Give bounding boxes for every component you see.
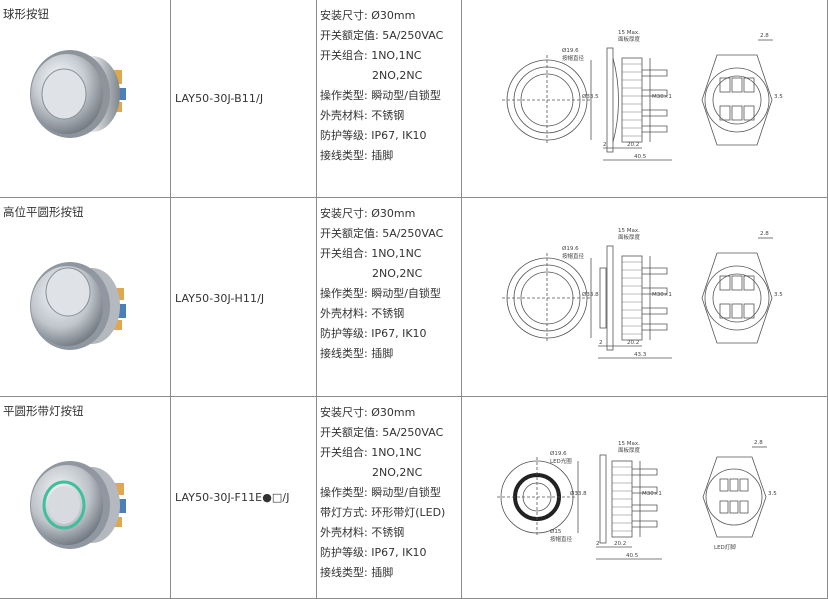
spec-item: 2NO,2NC <box>372 465 423 479</box>
spec-cell: 安装尺寸: Ø30mm 开关额定值: 5A/250VAC 开关组合: 1NO,1NC… <box>316 196 462 397</box>
spec-item: 防护等级: IP67, IK10 <box>320 129 427 142</box>
dim-c: 43.3 <box>634 352 647 358</box>
flat-high-button-photo <box>30 261 126 350</box>
product-name: 平圆形带灯按钮 <box>3 403 84 418</box>
spec-item: 开关组合: 1NO,1NC <box>320 246 422 260</box>
dim-rear-h: 3.5 <box>774 94 783 100</box>
product-row: 平圆形带灯按钮 LAY50-30J-F11E●□/J 安装 <box>0 395 828 599</box>
dim-panel-thickness: 15 Max. <box>618 30 640 36</box>
spec-item: 外壳材料: 不锈钢 <box>320 306 405 320</box>
spec-item: 2NO,2NC <box>372 266 423 280</box>
dim-front-dia-note: LED光圈 <box>550 457 572 465</box>
spec-list: 安装尺寸: Ø30mm 开关额定值: 5A/250VAC 开关组合: 1NO,1NC… <box>320 403 461 583</box>
spec-cell: 安装尺寸: Ø30mm 开关额定值: 5A/250VAC 开关组合: 1NO,1NC… <box>316 0 462 198</box>
spec-item: 操作类型: 瞬动型/自锁型 <box>320 286 441 300</box>
drawing-cell: Ø19.6 按帽直径 Ø33.5 15 Max. 面板厚度 M30×1 2 20… <box>461 0 828 198</box>
spec-item: 安装尺寸: Ø30mm <box>320 9 416 22</box>
photo-cell: 球形按钮 <box>0 0 171 198</box>
dim-front-dia2: Ø15 <box>550 528 562 535</box>
model-number: LAY50-30J-H11/J <box>175 291 265 305</box>
spec-item: 开关额定值: 5A/250VAC <box>320 226 444 240</box>
dim-a: 2 <box>603 142 607 148</box>
photo-cell: 高位平圆形按钮 <box>0 196 171 397</box>
spec-item: 接线类型: 插脚 <box>320 565 394 579</box>
dim-panel-note: 面板厚度 <box>618 233 641 241</box>
model-cell: LAY50-30J-H11/J <box>170 196 317 397</box>
spec-item: 开关组合: 1NO,1NC <box>320 49 422 62</box>
spec-item: 2NO,2NC <box>372 69 423 82</box>
spec-item: 外壳材料: 不锈钢 <box>320 109 405 122</box>
dim-c: 40.5 <box>626 553 639 559</box>
dim-rear-w: 2.8 <box>760 231 769 237</box>
spec-item: 带灯方式: 环形带灯(LED) <box>320 505 446 519</box>
dim-rear-w: 2.8 <box>760 33 769 39</box>
spec-item: 安装尺寸: Ø30mm <box>320 405 416 419</box>
spec-item: 操作类型: 瞬动型/自锁型 <box>320 485 441 499</box>
model-cell: LAY50-30J-F11E●□/J <box>170 395 317 599</box>
spec-item: 防护等级: IP67, IK10 <box>320 545 427 559</box>
drawing-cell: Ø19.6 LED光圈 Ø15 按帽直径 Ø33.8 15 Max. 面板厚度 … <box>461 395 828 599</box>
dimension-drawing: Ø19.6 按帽直径 Ø33.8 15 Max. 面板厚度 M30×1 2 20… <box>502 228 783 358</box>
spec-item: 开关额定值: 5A/250VAC <box>320 29 444 42</box>
model-number: LAY50-30J-B11/J <box>175 92 264 105</box>
spec-item: 接线类型: 插脚 <box>320 346 394 360</box>
dim-a: 2 <box>596 541 600 547</box>
spec-item: 开关组合: 1NO,1NC <box>320 445 422 459</box>
dim-panel-note: 面板厚度 <box>618 446 641 454</box>
dim-front-height: Ø33.8 <box>582 291 599 298</box>
dim-thread: M30×1 <box>652 94 672 100</box>
dim-front-dia: Ø19.6 <box>550 450 567 457</box>
dim-rear-h: 3.5 <box>768 491 777 497</box>
dim-panel-thickness: 15 Max. <box>618 441 640 447</box>
spec-item: 开关额定值: 5A/250VAC <box>320 425 444 439</box>
dim-panel-thickness: 15 Max. <box>618 228 640 234</box>
dim-led-note: LED灯脚 <box>714 543 736 551</box>
dim-b: 20.2 <box>614 541 626 547</box>
dim-rear-w: 2.8 <box>754 440 763 446</box>
spec-item: 外壳材料: 不锈钢 <box>320 525 405 539</box>
product-name: 球形按钮 <box>3 7 49 21</box>
dim-thread: M30×1 <box>642 491 662 497</box>
dim-front-dia2-note: 按帽直径 <box>550 535 573 543</box>
dome-button-photo <box>30 50 126 138</box>
spec-item: 操作类型: 瞬动型/自锁型 <box>320 89 441 102</box>
drawing-cell: Ø19.6 按帽直径 Ø33.8 15 Max. 面板厚度 M30×1 2 20… <box>461 196 828 397</box>
dim-b: 20.2 <box>627 142 639 148</box>
product-name: 高位平圆形按钮 <box>3 204 84 219</box>
dim-front-height: Ø33.5 <box>582 93 599 100</box>
photo-cell: 平圆形带灯按钮 <box>0 395 171 599</box>
dim-a: 2 <box>599 340 603 346</box>
dimension-drawing: Ø19.6 LED光圈 Ø15 按帽直径 Ø33.8 15 Max. 面板厚度 … <box>497 440 777 559</box>
dim-thread: M30×1 <box>652 292 672 298</box>
dim-front-dia-note: 按帽直径 <box>562 252 585 260</box>
dim-b: 20.2 <box>627 340 639 346</box>
dim-front-height: Ø33.8 <box>570 490 587 497</box>
dim-panel-note: 面板厚度 <box>618 35 641 43</box>
dim-rear-h: 3.5 <box>774 292 783 298</box>
dim-front-dia: Ø19.6 <box>562 47 579 54</box>
spec-list: 安装尺寸: Ø30mm 开关额定值: 5A/250VAC 开关组合: 1NO,1NC… <box>320 204 461 364</box>
model-cell: LAY50-30J-B11/J <box>170 0 317 198</box>
spec-item: 防护等级: IP67, IK10 <box>320 326 427 340</box>
dim-front-dia-note: 按帽直径 <box>562 54 585 62</box>
dim-front-dia: Ø19.6 <box>562 245 579 252</box>
spec-item: 安装尺寸: Ø30mm <box>320 206 416 220</box>
illuminated-button-photo <box>30 460 126 549</box>
dim-c: 40.5 <box>634 154 647 160</box>
spec-item: 接线类型: 插脚 <box>320 149 394 162</box>
product-row: 球形按钮 LAY50-30J-B11/ <box>0 0 828 198</box>
spec-list: 安装尺寸: Ø30mm 开关额定值: 5A/250VAC 开关组合: 1NO,1NC… <box>320 6 461 166</box>
dimension-drawing: Ø19.6 按帽直径 Ø33.5 15 Max. 面板厚度 M30×1 2 20… <box>502 30 783 161</box>
model-number: LAY50-30J-F11E●□/J <box>175 490 290 504</box>
spec-cell: 安装尺寸: Ø30mm 开关额定值: 5A/250VAC 开关组合: 1NO,1NC… <box>316 395 462 599</box>
